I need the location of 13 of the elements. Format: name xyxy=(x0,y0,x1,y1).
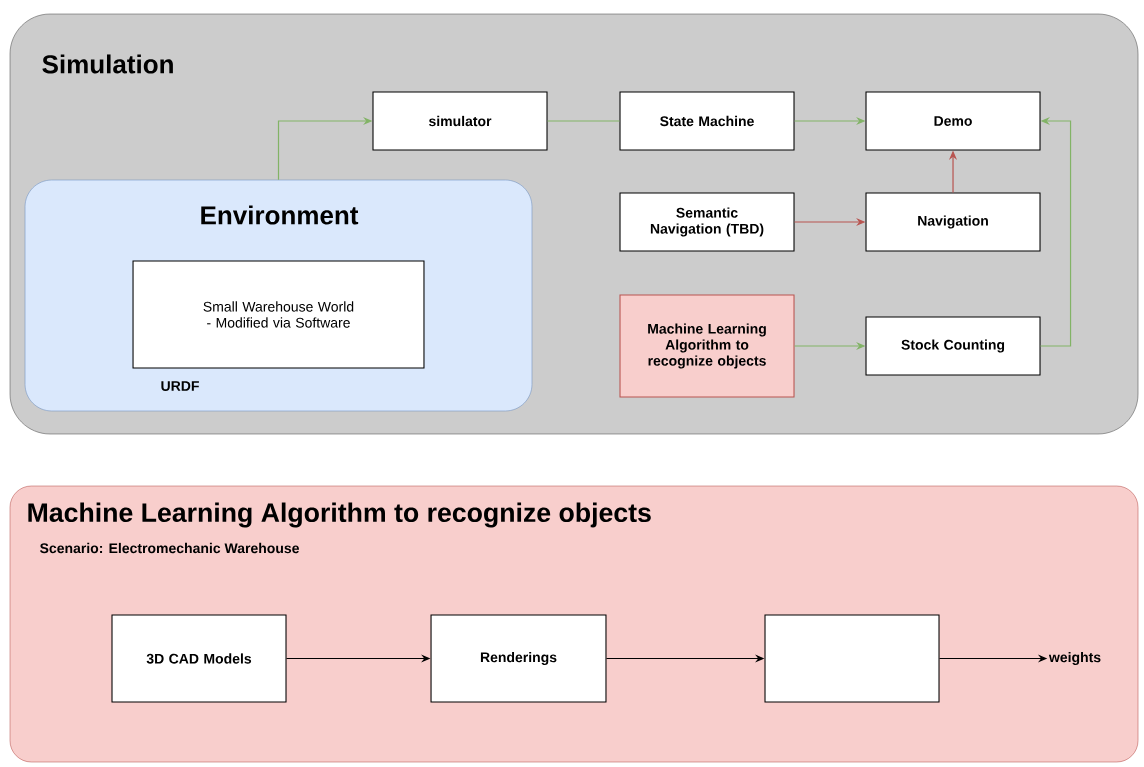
process-box: 3D CAD Models xyxy=(111,614,287,703)
process-box: Navigation xyxy=(865,192,1041,252)
text-label: weights xyxy=(1048,651,1101,666)
process-box: Small Warehouse World - Modified via Software xyxy=(132,260,425,369)
process-box: simulator xyxy=(372,91,548,151)
process-box: Stock Counting xyxy=(865,316,1041,376)
empty-box xyxy=(764,614,940,703)
process-box: State Machine xyxy=(619,91,795,151)
process-box: Renderings xyxy=(430,614,607,703)
process-box: Semantic Navigation (TBD) xyxy=(619,192,795,252)
process-box: Demo xyxy=(865,91,1041,151)
process-box: Machine Learning Algorithm to recognize objects xyxy=(619,294,795,398)
text-label: URDF xyxy=(161,381,199,391)
